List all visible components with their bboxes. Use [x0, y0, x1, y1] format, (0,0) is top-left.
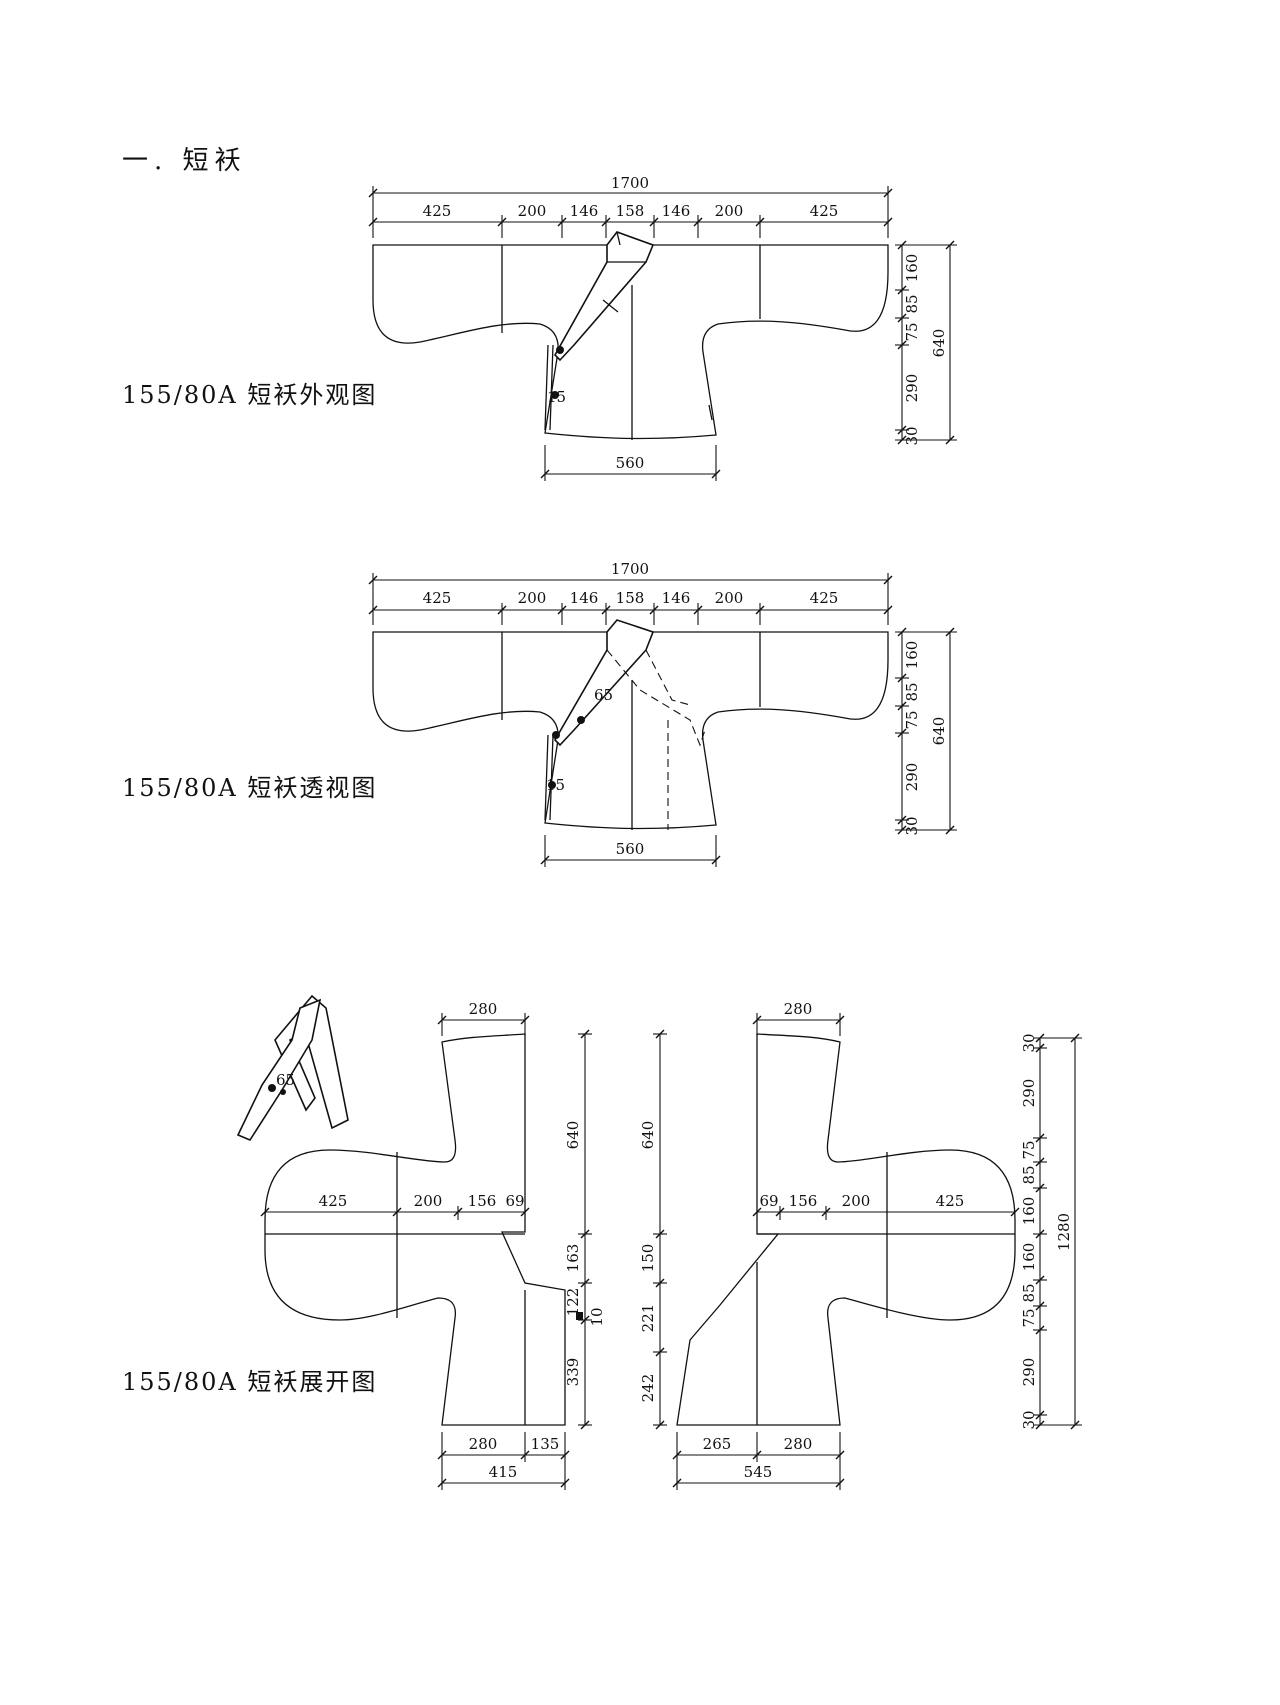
right-bottom-total: 545	[744, 1463, 773, 1481]
right-lower-2: 221	[639, 1304, 657, 1333]
exterior-seg-7: 425	[810, 202, 839, 220]
exterior-h-2: 85	[903, 294, 921, 313]
exterior-seg-1: 425	[423, 202, 452, 220]
right-side-6: 160	[1020, 1243, 1038, 1272]
right-side-8: 75	[1020, 1308, 1038, 1327]
perspective-seg-1: 425	[423, 589, 452, 607]
right-lower-3: 242	[639, 1374, 657, 1403]
perspective-h-5: 30	[903, 816, 921, 835]
collar-detail: 65	[236, 994, 349, 1141]
right-lower-1: 150	[639, 1244, 657, 1273]
exterior-seg-4: 158	[616, 202, 645, 220]
right-side-9: 290	[1020, 1358, 1038, 1387]
right-side-10: 30	[1020, 1410, 1038, 1429]
perspective-seg-4: 158	[616, 589, 645, 607]
right-sleeve-seg-4: 425	[936, 1192, 965, 1210]
exterior-top-dimensions: 1700 425 200 146 158 146 200 425	[368, 174, 893, 238]
exterior-seg-3: 146	[570, 202, 599, 220]
perspective-h-1: 160	[903, 641, 921, 670]
perspective-h-3: 75	[903, 710, 921, 729]
perspective-seg-6: 200	[715, 589, 744, 607]
perspective-seg-5: 146	[662, 589, 691, 607]
left-height: 640	[564, 1121, 582, 1150]
perspective-seg-3: 146	[570, 589, 599, 607]
left-sleeve-seg-4: 69	[505, 1192, 524, 1210]
right-side-1: 30	[1020, 1033, 1038, 1052]
right-sleeve-seg-3: 200	[842, 1192, 871, 1210]
left-unfolded-panel: 425 200 156 69 280 640 163 122 10 339 28…	[260, 1000, 606, 1490]
right-side-5: 160	[1020, 1197, 1038, 1226]
exterior-total-height: 640	[930, 329, 948, 358]
collar-detail-mark: 65	[276, 1071, 295, 1089]
right-side-total: 1280	[1055, 1213, 1073, 1251]
exterior-hem-width: 560	[616, 454, 645, 472]
right-sleeve-seg-2: 156	[789, 1192, 818, 1210]
perspective-total-width: 1700	[611, 560, 649, 578]
right-side-3: 75	[1020, 1140, 1038, 1159]
caption-exterior: 155/80A 短袄外观图	[122, 381, 378, 409]
perspective-seg-2: 200	[518, 589, 547, 607]
perspective-total-height: 640	[930, 717, 948, 746]
perspective-seg-7: 425	[810, 589, 839, 607]
perspective-tie-mark-upper: 65	[594, 686, 613, 704]
right-height: 640	[639, 1121, 657, 1150]
perspective-top-dimensions: 1700 425 200 146 158 146 200 425	[368, 560, 893, 625]
left-lower-2: 122	[564, 1288, 582, 1317]
left-lower-1: 163	[564, 1244, 582, 1273]
caption-perspective: 155/80A 短袄透视图	[122, 774, 378, 802]
exterior-seg-5: 146	[662, 202, 691, 220]
right-top-width: 280	[784, 1000, 813, 1018]
left-lower-4: 339	[564, 1358, 582, 1387]
perspective-garment: 65 15	[372, 619, 889, 830]
exterior-seg-6: 200	[715, 202, 744, 220]
exterior-total-width: 1700	[611, 174, 649, 192]
left-lower-3: 10	[588, 1307, 606, 1326]
right-unfolded-panel: 69 156 200 425 280 640 150 221 242 265 2…	[639, 1000, 1082, 1490]
left-sleeve-seg-1: 425	[319, 1192, 348, 1210]
right-side-2: 290	[1020, 1079, 1038, 1108]
perspective-hem-width: 560	[616, 840, 645, 858]
right-side-4: 85	[1020, 1165, 1038, 1184]
left-bottom-total: 415	[489, 1463, 518, 1481]
exterior-garment: 15	[372, 231, 889, 440]
caption-unfolded: 155/80A 短袄展开图	[122, 1368, 378, 1396]
perspective-h-2: 85	[903, 682, 921, 701]
perspective-tie-mark-lower: 15	[546, 776, 565, 794]
perspective-side-dimensions: 160 85 75 290 30 640	[895, 627, 957, 836]
page-heading: 一. 短袄	[122, 146, 247, 176]
left-sleeve-seg-3: 156	[468, 1192, 497, 1210]
exterior-h-4: 290	[903, 374, 921, 403]
left-sleeve-seg-2: 200	[414, 1192, 443, 1210]
right-sleeve-seg-1: 69	[759, 1192, 778, 1210]
exterior-hem-dimension: 560	[540, 445, 721, 481]
perspective-h-4: 290	[903, 763, 921, 792]
exterior-seg-2: 200	[518, 202, 547, 220]
exterior-h-5: 30	[903, 426, 921, 445]
exterior-h-1: 160	[903, 254, 921, 283]
right-side-7: 85	[1020, 1283, 1038, 1302]
perspective-hem-dimension: 560	[540, 835, 721, 867]
left-bottom-seg-2: 135	[531, 1435, 560, 1453]
right-bottom-seg-1: 265	[703, 1435, 732, 1453]
right-bottom-seg-2: 280	[784, 1435, 813, 1453]
left-bottom-seg-1: 280	[469, 1435, 498, 1453]
exterior-h-3: 75	[903, 322, 921, 341]
exterior-tie-mark: 15	[547, 388, 566, 406]
left-top-width: 280	[469, 1000, 498, 1018]
exterior-side-dimensions: 160 85 75 290 30 640	[895, 240, 957, 446]
